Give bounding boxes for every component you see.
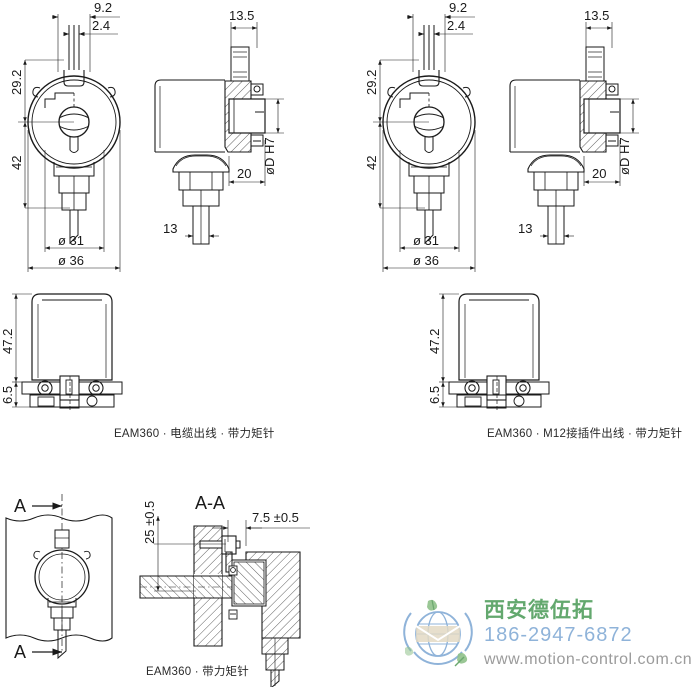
dim-label-29-2-r: 29.2 [364, 70, 379, 95]
dim-7-5: 7.5 ±0.5 [212, 510, 310, 546]
dim-29-2: 29.2 [9, 59, 74, 123]
view-m12-top: 47.2 6.5 [427, 293, 550, 411]
company-logo-icon [402, 596, 474, 668]
dim-20: 20 [228, 140, 266, 186]
section-title-aa: A-A [195, 493, 225, 513]
dim-6-5-r: 6.5 [427, 382, 457, 408]
dim-label-42: 42 [9, 156, 24, 170]
globe-logo-svg [403, 599, 473, 667]
dim-dia-D-H7: øD H7 [262, 98, 284, 175]
dim-9-2-r: 9.2 [407, 0, 475, 72]
dim-2-4-r: 2.4 [418, 18, 473, 37]
company-name: 西安德伍拓 [484, 599, 594, 622]
dim-dia-31-r: ø 31 [399, 150, 460, 252]
dim-20-r: 20 [583, 140, 621, 186]
dim-label-13: 13 [163, 221, 177, 236]
dim-13-5-r: 13.5 [584, 8, 613, 48]
dim-47-2: 47.2 [0, 293, 32, 383]
dim-13: 13 [163, 212, 219, 240]
section-marker-a-bottom: A [14, 642, 26, 662]
dim-label-13-r: 13 [518, 221, 532, 236]
dim-dia-D-H7-r: øD H7 [617, 98, 639, 175]
dim-6-5: 6.5 [0, 382, 30, 408]
dim-42: 42 [9, 122, 70, 209]
company-website: www.motion-control.com.cn [484, 651, 693, 668]
dim-label-29-2: 29.2 [9, 70, 24, 95]
dim-label-9-2: 9.2 [94, 0, 112, 15]
view-cable-top: 47.2 6.5 [0, 293, 123, 411]
caption-torque-pin: EAM360 · 带力矩针 [146, 666, 249, 678]
dim-47-2-r: 47.2 [427, 293, 459, 383]
dim-label-7-5: 7.5 ±0.5 [252, 510, 299, 525]
dim-dia-36-r: ø 36 [382, 130, 476, 272]
dim-label-dia-D-H7: øD H7 [262, 137, 277, 175]
dim-label-13-5: 13.5 [229, 8, 254, 23]
section-marker-a-top: A [14, 496, 26, 516]
dim-dia-36: ø 36 [27, 130, 121, 272]
dim-dia-31: ø 31 [44, 150, 105, 252]
view-m12-front: 9.2 2.4 29.2 42 ø 31 ø [364, 0, 476, 272]
dim-label-42-r: 42 [364, 156, 379, 170]
dim-25: 25 ±0.5 [142, 501, 226, 592]
company-phone: 186-2947-6872 [484, 624, 633, 646]
brand-watermark: 西安德伍拓 186-2947-6872 www.motion-control.c… [402, 594, 697, 676]
dim-label-47-2-r: 47.2 [427, 329, 442, 354]
dim-label-6-5-r: 6.5 [427, 386, 442, 404]
dim-label-20: 20 [237, 166, 251, 181]
section-aa-geometry [139, 525, 301, 687]
dim-label-dia-36: ø 36 [58, 253, 84, 268]
view-m12-side: 13.5 20 øD H7 13 [509, 8, 639, 245]
caption-cable-outlet: EAM360 · 电缆出线 · 带力矩针 [114, 428, 275, 440]
dim-29-2-r: 29.2 [364, 59, 429, 123]
caption-m12-connector: EAM360 · M12接插件出线 · 带力矩针 [487, 428, 683, 440]
view-mounting: A A A-A [5, 493, 310, 687]
dim-label-9-2-r: 9.2 [449, 0, 467, 15]
dim-label-2-4-r: 2.4 [447, 18, 465, 33]
dim-label-20-r: 20 [592, 166, 606, 181]
dim-label-6-5: 6.5 [0, 386, 15, 404]
dim-label-dia-D-H7-r: øD H7 [617, 137, 632, 175]
dim-13-5: 13.5 [229, 8, 258, 48]
view-cable-side: 13.5 20 øD H7 13 [154, 8, 284, 245]
view-cable-front: 9.2 2.4 29.2 42 ø 31 [9, 0, 121, 272]
dim-label-dia-36-r: ø 36 [413, 253, 439, 268]
dim-label-dia-31: ø 31 [58, 233, 84, 248]
dim-label-13-5-r: 13.5 [584, 8, 609, 23]
dim-label-dia-31-r: ø 31 [413, 233, 439, 248]
dim-9-2: 9.2 [52, 0, 120, 72]
dim-42-r: 42 [364, 122, 425, 209]
dim-label-2-4: 2.4 [92, 18, 110, 33]
dim-2-4: 2.4 [63, 18, 118, 37]
dim-13-r: 13 [518, 212, 574, 240]
dim-label-47-2: 47.2 [0, 329, 15, 354]
dim-label-25: 25 ±0.5 [142, 501, 157, 544]
